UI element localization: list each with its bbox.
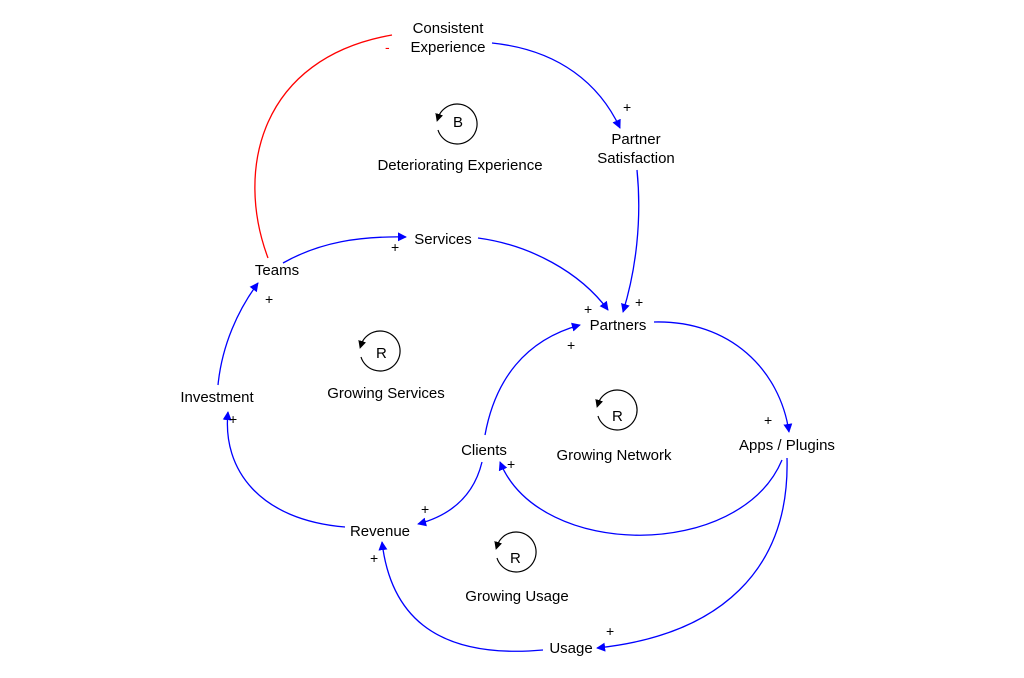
- node-usage: Usage: [549, 640, 592, 657]
- polarity-plus-services: +: [391, 239, 399, 255]
- polarity-plus-apps-plugins: +: [764, 412, 772, 428]
- loop-indicator-growing-services: R: [358, 330, 401, 372]
- link-investment-to-teams: [217, 282, 259, 386]
- link-clients-to-partners: [484, 322, 581, 436]
- loop-letter-r-services: R: [376, 345, 387, 362]
- polarity-plus-partners-from-satisfaction: +: [635, 294, 643, 310]
- polarity-minus-consistent-experience: -: [385, 39, 390, 55]
- loop-letter-b: B: [453, 114, 463, 131]
- polarity-plus-clients: +: [507, 456, 515, 472]
- node-teams: Teams: [255, 262, 299, 279]
- link-clients-to-revenue: [417, 461, 483, 527]
- loop-name-deteriorating-experience: Deteriorating Experience: [377, 157, 542, 174]
- link-apps-plugins-to-usage: [596, 457, 788, 652]
- node-investment: Investment: [180, 389, 254, 406]
- link-teams-to-consistent-experience: [254, 34, 393, 259]
- loop-name-growing-usage: Growing Usage: [465, 588, 568, 605]
- link-services-to-partners: [477, 237, 609, 311]
- node-consistent-experience-line1: Consistent: [413, 20, 485, 37]
- loop-letter-r-usage: R: [510, 550, 521, 567]
- link-revenue-to-investment: [222, 411, 346, 528]
- loop-indicator-growing-usage: R: [494, 531, 537, 573]
- node-partner-satisfaction-line1: Partner: [611, 131, 660, 148]
- loop-name-growing-services: Growing Services: [327, 385, 445, 402]
- polarity-plus-partner-satisfaction: +: [623, 99, 631, 115]
- link-apps-plugins-to-clients: [498, 459, 783, 536]
- polarity-plus-partners-from-services: +: [584, 301, 592, 317]
- node-partner-satisfaction-line2: Satisfaction: [597, 150, 675, 167]
- polarity-plus-investment: +: [229, 411, 237, 427]
- node-revenue: Revenue: [350, 523, 410, 540]
- polarity-plus-revenue-from-usage: +: [370, 550, 378, 566]
- link-usage-to-revenue: [378, 541, 544, 652]
- loop-name-growing-network: Growing Network: [556, 447, 672, 464]
- node-partners: Partners: [590, 317, 647, 334]
- node-clients: Clients: [461, 442, 507, 459]
- polarity-plus-partners-from-clients: +: [567, 337, 575, 353]
- node-services: Services: [414, 231, 472, 248]
- node-apps-plugins: Apps / Plugins: [739, 437, 835, 454]
- polarity-plus-revenue-from-clients: +: [421, 501, 429, 517]
- polarity-plus-teams: +: [265, 291, 273, 307]
- link-partners-to-apps-plugins: [653, 321, 793, 433]
- loop-indicator-deteriorating-experience: B: [435, 103, 478, 145]
- loop-indicator-growing-network: R: [595, 389, 638, 431]
- link-partner-satisfaction-to-partners: [621, 169, 640, 313]
- loop-letter-r-network: R: [612, 408, 623, 425]
- node-consistent-experience-line2: Experience: [410, 39, 485, 56]
- link-teams-to-services: [282, 232, 407, 264]
- link-consistent-experience-to-partner-satisfaction: [491, 42, 621, 129]
- polarity-plus-usage: +: [606, 623, 614, 639]
